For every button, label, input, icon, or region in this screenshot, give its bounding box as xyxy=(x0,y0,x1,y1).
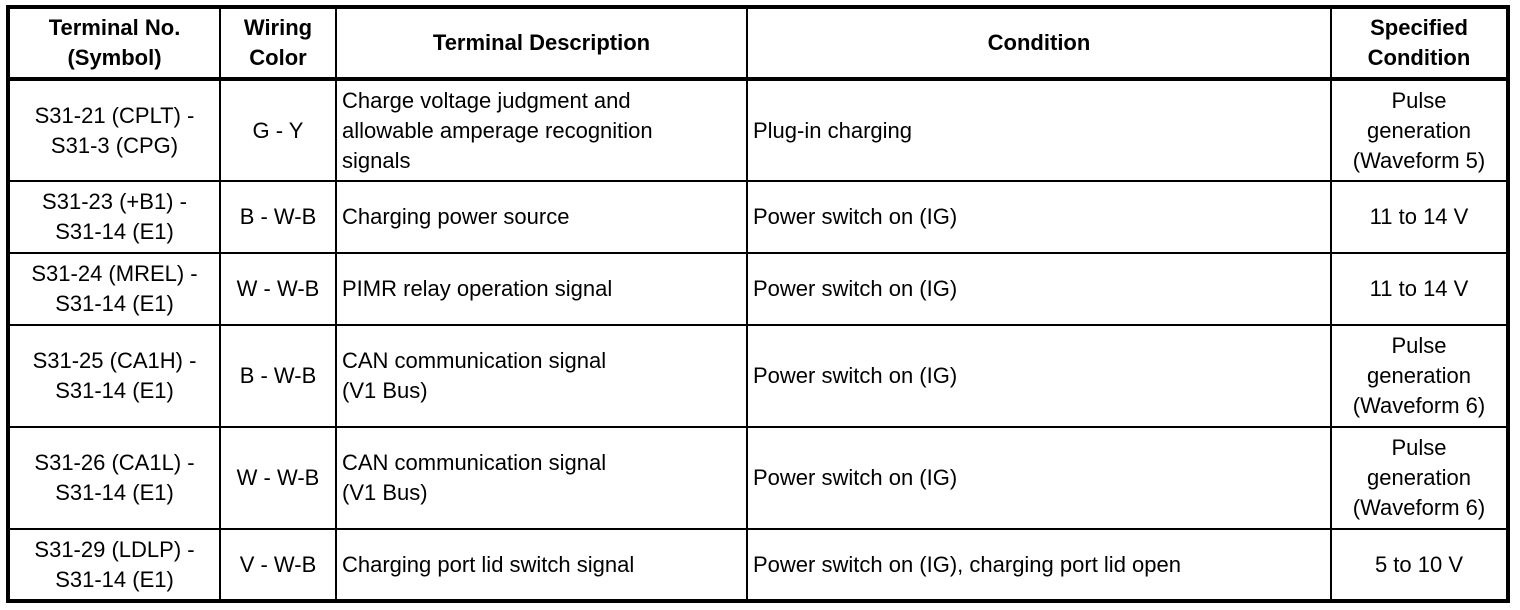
wiring-cell: B - W-B xyxy=(219,324,337,428)
condition-cell: Power switch on (IG) xyxy=(746,324,1332,428)
specified-cell: Pulse generation (Waveform 6) xyxy=(1330,426,1509,530)
condition-cell: Power switch on (IG) xyxy=(746,426,1332,530)
description-cell: Charging port lid switch signal xyxy=(335,528,748,602)
terminal-cell: S31-25 (CA1H) - S31-14 (E1) xyxy=(7,324,221,428)
wiring-cell: B - W-B xyxy=(219,180,337,254)
header-terminal: Terminal No. (Symbol) xyxy=(7,6,221,81)
specified-cell: Pulse generation (Waveform 6) xyxy=(1330,324,1509,428)
wiring-cell: W - W-B xyxy=(219,252,337,326)
wiring-cell: W - W-B xyxy=(219,426,337,530)
specified-cell: 11 to 14 V xyxy=(1330,252,1509,326)
table-row: S31-21 (CPLT) - S31-3 (CPG) G - Y Charge… xyxy=(7,78,1509,182)
wiring-cell: G - Y xyxy=(219,78,337,182)
description-cell: Charge voltage judgment and allowable am… xyxy=(335,78,748,182)
terminal-cell: S31-26 (CA1L) - S31-14 (E1) xyxy=(7,426,221,530)
description-cell: Charging power source xyxy=(335,180,748,254)
table-row: S31-25 (CA1H) - S31-14 (E1) B - W-B CAN … xyxy=(7,324,1509,428)
header-wiring: Wiring Color xyxy=(219,6,337,81)
terminal-cell: S31-21 (CPLT) - S31-3 (CPG) xyxy=(7,78,221,182)
condition-cell: Power switch on (IG) xyxy=(746,180,1332,254)
description-cell: CAN communication signal (V1 Bus) xyxy=(335,426,748,530)
terminal-cell: S31-29 (LDLP) - S31-14 (E1) xyxy=(7,528,221,602)
specified-cell: 11 to 14 V xyxy=(1330,180,1509,254)
condition-cell: Plug-in charging xyxy=(746,78,1332,182)
header-condition: Condition xyxy=(746,6,1332,81)
condition-cell: Power switch on (IG), charging port lid … xyxy=(746,528,1332,602)
terminal-cell: S31-23 (+B1) - S31-14 (E1) xyxy=(7,180,221,254)
header-specified: Specified Condition xyxy=(1330,6,1509,81)
description-cell: CAN communication signal (V1 Bus) xyxy=(335,324,748,428)
specified-cell: 5 to 10 V xyxy=(1330,528,1509,602)
table-row: S31-26 (CA1L) - S31-14 (E1) W - W-B CAN … xyxy=(7,426,1509,530)
description-cell: PIMR relay operation signal xyxy=(335,252,748,326)
table-row: S31-29 (LDLP) - S31-14 (E1) V - W-B Char… xyxy=(7,528,1509,602)
header-row: Terminal No. (Symbol) Wiring Color Termi… xyxy=(7,6,1509,81)
wiring-cell: V - W-B xyxy=(219,528,337,602)
table-row: S31-23 (+B1) - S31-14 (E1) B - W-B Charg… xyxy=(7,180,1509,254)
terminal-table: Terminal No. (Symbol) Wiring Color Termi… xyxy=(6,5,1510,603)
header-description: Terminal Description xyxy=(335,6,748,81)
terminal-cell: S31-24 (MREL) - S31-14 (E1) xyxy=(7,252,221,326)
table-row: S31-24 (MREL) - S31-14 (E1) W - W-B PIMR… xyxy=(7,252,1509,326)
condition-cell: Power switch on (IG) xyxy=(746,252,1332,326)
specified-cell: Pulse generation (Waveform 5) xyxy=(1330,78,1509,182)
